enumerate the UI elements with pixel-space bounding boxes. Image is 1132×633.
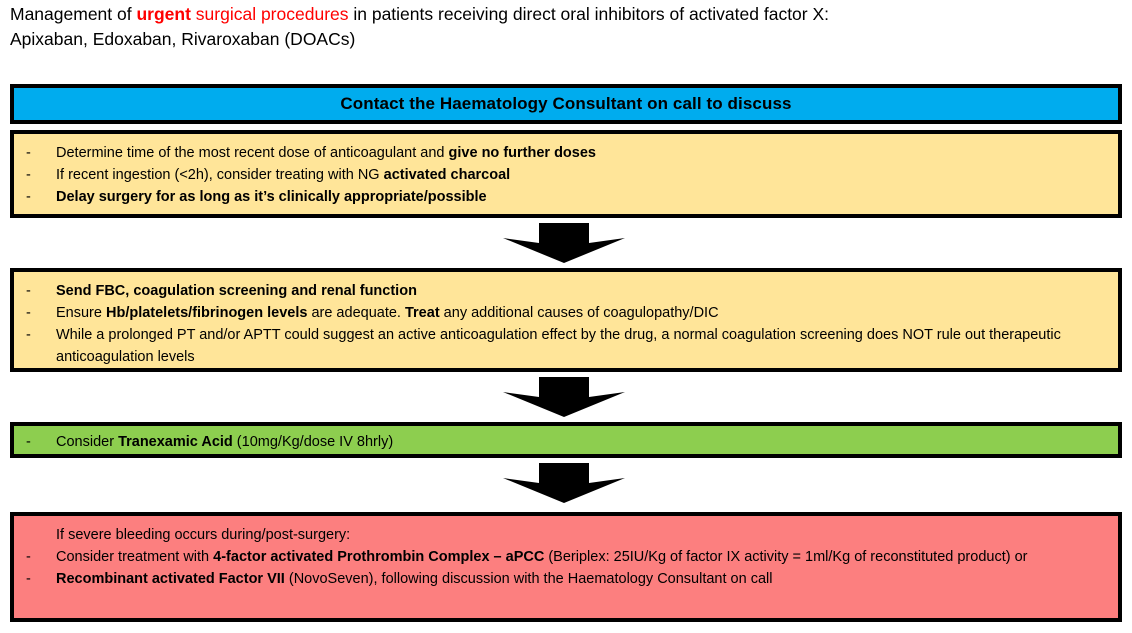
title-line-1: Management of urgent surgical procedures… [10, 4, 829, 24]
step-box-tranexamic-acid: - Consider Tranexamic Acid (10mg/Kg/dose … [10, 422, 1122, 458]
title-text-lead: Management of [10, 4, 137, 24]
text-emphasis: Treat [404, 305, 440, 321]
text-run: (Beriplex: 25IU/Kg of factor IX activity… [544, 549, 1028, 565]
text-emphasis: activated charcoal [383, 167, 511, 183]
text-emphasis: Hb/platelets/fibrinogen levels [105, 305, 308, 321]
title-emphasis-urgent: urgent [136, 4, 191, 24]
step1-content: - Determine time of the most recent dose … [14, 134, 1118, 216]
step-box-initial-assessment: - Determine time of the most recent dose … [10, 130, 1122, 218]
text-run: While a prolonged PT and/or APTT could s… [56, 327, 1061, 365]
text-emphasis: 4-factor activated Prothrombin Complex –… [213, 549, 545, 565]
bullet-dash: - [26, 434, 31, 450]
haematology-consultant-banner: Contact the Haematology Consultant on ca… [10, 84, 1122, 124]
step-box-laboratory-tests: - Send FBC, coagulation screening and ren… [10, 268, 1122, 372]
bullet-row: - While a prolonged PT and/or APTT could … [26, 324, 1108, 368]
title-text-tail: in patients receiving direct oral inhibi… [348, 4, 830, 24]
bullet-text: Ensure Hb/platelets/fibrinogen levels ar… [56, 302, 1108, 324]
step2-content: - Send FBC, coagulation screening and ren… [14, 272, 1118, 376]
bullet-text: Determine time of the most recent dose o… [56, 142, 1108, 164]
text-emphasis: Send FBC, coagulation screening and rena… [56, 283, 417, 299]
text-emphasis: give no further doses [448, 145, 596, 161]
page-title: Management of urgent surgical procedures… [10, 2, 1122, 52]
text-run: (10mg/Kg/dose IV 8hrly) [232, 434, 394, 450]
title-emphasis-surgical-procedures: surgical procedures [190, 4, 349, 24]
bullet-row: - Delay surgery for as long as it’s clini… [26, 186, 1108, 208]
text-run: are adequate. [307, 305, 405, 321]
bullet-row: - Ensure Hb/platelets/fibrinogen levels a… [26, 302, 1108, 324]
text-emphasis: Recombinant activated Factor VII [56, 571, 285, 587]
bullet-text: Consider Tranexamic Acid (10mg/Kg/dose I… [56, 431, 1108, 453]
text-run: If severe bleeding occurs during/post-su… [56, 527, 351, 543]
bullet-row: - Recombinant activated Factor VII (NovoS… [26, 568, 1108, 590]
bullet-dash: - [26, 189, 31, 205]
bullet-dash: - [26, 327, 31, 343]
bullet-row: - Determine time of the most recent dose … [26, 142, 1108, 164]
step3-content: - Consider Tranexamic Acid (10mg/Kg/dose … [14, 426, 1118, 461]
text-run: any additional causes of coagulopathy/DI… [439, 305, 719, 321]
banner-label: Contact the Haematology Consultant on ca… [340, 94, 792, 113]
text-run: Determine time of the most recent dose o… [56, 145, 449, 161]
bullet-row: If severe bleeding occurs during/post-su… [26, 524, 1108, 546]
text-run: (NovoSeven), following discussion with t… [284, 571, 773, 587]
arrow-step1-to-step2 [503, 223, 625, 263]
text-emphasis: Delay surgery for as long as it’s clinic… [56, 189, 487, 205]
bullet-text: If recent ingestion (<2h), consider trea… [56, 164, 1108, 186]
text-run: Consider treatment with [56, 549, 214, 565]
bullet-row: - Consider Tranexamic Acid (10mg/Kg/dose … [26, 431, 1108, 453]
bullet-dash: - [26, 283, 31, 299]
title-line-2: Apixaban, Edoxaban, Rivaroxaban (DOACs) [10, 29, 356, 49]
bullet-dash: - [26, 305, 31, 321]
bullet-dash: - [26, 549, 31, 565]
bullet-text: Recombinant activated Factor VII (NovoSe… [56, 568, 1108, 590]
bullet-dash: - [26, 571, 31, 587]
bullet-dash: - [26, 145, 31, 161]
bullet-text: If severe bleeding occurs during/post-su… [56, 524, 1108, 546]
bullet-text: Send FBC, coagulation screening and rena… [56, 280, 1108, 302]
text-emphasis: Tranexamic Acid [118, 434, 233, 450]
arrow-step2-to-step3 [503, 377, 625, 417]
bullet-text: While a prolonged PT and/or APTT could s… [56, 324, 1108, 368]
text-run: Ensure [56, 305, 106, 321]
bullet-row: - Consider treatment with 4-factor activa… [26, 546, 1108, 568]
text-run: If recent ingestion (<2h), consider trea… [56, 167, 384, 183]
bullet-text: Consider treatment with 4-factor activat… [56, 546, 1108, 568]
text-run: Consider [56, 434, 119, 450]
bullet-row: - If recent ingestion (<2h), consider tre… [26, 164, 1108, 186]
bullet-dash: - [26, 167, 31, 183]
bullet-text: Delay surgery for as long as it’s clinic… [56, 186, 1108, 208]
bullet-row: - Send FBC, coagulation screening and ren… [26, 280, 1108, 302]
step4-content: If severe bleeding occurs during/post-su… [14, 516, 1118, 598]
arrow-step3-to-step4 [503, 463, 625, 503]
step-box-severe-bleeding: If severe bleeding occurs during/post-su… [10, 512, 1122, 622]
